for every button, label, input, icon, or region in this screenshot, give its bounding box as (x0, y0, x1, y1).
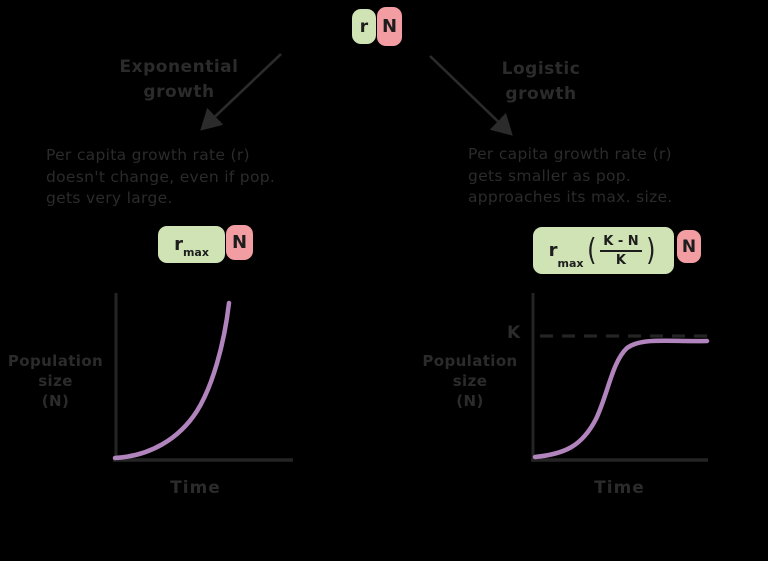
arrow-down-right-icon (429, 55, 513, 136)
arrow-down-left-icon (200, 53, 282, 131)
branch-arrows (200, 53, 513, 136)
exponential-graph (112, 293, 293, 462)
logistic-formula-n-box: N (677, 230, 701, 263)
log-ylabel-line3: (N) (456, 392, 484, 410)
exponential-formula-n-box: N (226, 225, 253, 260)
top-formula-r-box: r (352, 9, 376, 44)
log-formula-r: r (548, 240, 558, 261)
log-formula-close-paren: ) (645, 232, 656, 268)
exponential-growth-label-line1: Exponential (119, 57, 239, 77)
exponential-growth-label: Exponential growth (108, 55, 250, 105)
exp-ylabel-line3: (N) (41, 392, 70, 410)
log-ylabel-line2: size (452, 372, 488, 390)
top-formula-n: N (381, 16, 398, 37)
exp-formula-max-subscript: max (182, 246, 209, 259)
exp-graph-y-label: Population size (N) (3, 351, 108, 411)
logistic-graph (531, 293, 710, 462)
logistic-curve (532, 338, 710, 460)
log-formula-open-paren: ( (586, 232, 597, 268)
logistic-growth-label-line2: growth (505, 84, 577, 104)
exp-formula-r: r (174, 234, 183, 255)
carrying-capacity-k-label: K (507, 323, 521, 343)
log-formula-denominator: K (615, 252, 626, 268)
logistic-growth-label: Logistic growth (482, 57, 600, 107)
log-formula-n: N (681, 236, 697, 257)
log-formula-max-subscript: max (557, 257, 584, 270)
exp-ylabel-line1: Population (7, 352, 104, 370)
log-graph-y-label: Population size (N) (420, 351, 520, 411)
top-formula-n-box: N (377, 7, 402, 46)
top-formula-r: r (359, 16, 369, 37)
exponential-curve (112, 300, 232, 461)
log-formula-numerator: K - N (600, 234, 642, 252)
logistic-description: Per capita growth rate (r) gets smaller … (468, 145, 673, 206)
exp-formula-n: N (231, 232, 248, 253)
log-formula-fraction: K - N K (600, 234, 642, 268)
exp-ylabel-line2: size (38, 372, 73, 390)
log-graph-x-label: Time (594, 478, 645, 498)
logistic-growth-label-line1: Logistic (501, 59, 581, 79)
exponential-growth-label-line2: growth (143, 82, 215, 102)
log-ylabel-line1: Population (422, 352, 518, 370)
exp-graph-x-label: Time (170, 478, 221, 498)
exponential-description: Per capita growth rate (r) doesn't chang… (46, 146, 276, 207)
